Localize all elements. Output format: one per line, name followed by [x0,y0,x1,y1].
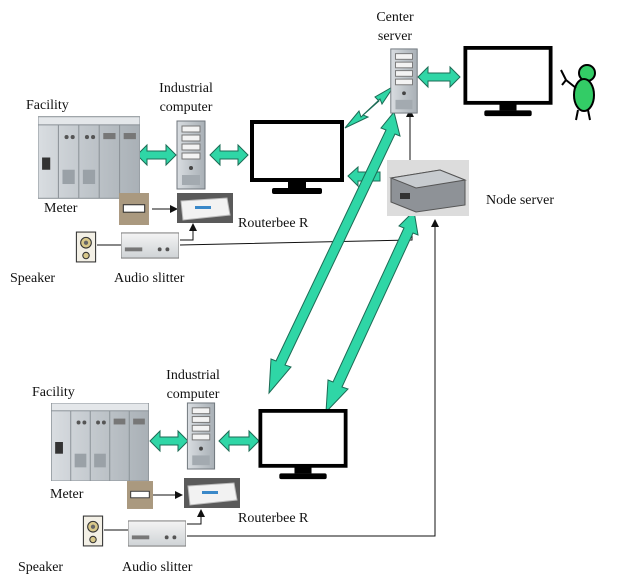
center-server-label-1: Center [376,10,414,25]
bottom-splitter-to-node-arrow [187,219,439,537]
monitor-right [463,46,553,118]
facility-label-bottom: Facility [32,385,75,400]
routerbee-label-bottom: Routerbee R [238,511,309,526]
center-server-tower [390,48,418,114]
audio-splitter-label-top: Audio slitter [114,271,185,286]
meter-bottom [127,480,153,510]
long-diagonal-arrows [268,110,419,414]
facility-computer-arrow-top [136,143,177,167]
routerbee-label-top: Routerbee R [238,216,309,231]
audio-splitter-label-bottom: Audio slitter [122,560,193,575]
meter-label-top: Meter [44,201,78,216]
center-to-bottom-monitor-arrow [268,110,401,395]
node-server-label: Node server [486,193,554,208]
industrial-label-top-2: computer [160,100,213,115]
meter-label-bottom: Meter [50,487,84,502]
routerbee-top [177,193,233,223]
center-server-label-2: server [378,29,413,44]
monitor-bottom [258,409,348,481]
industrial-computer-bottom [186,402,216,470]
industrial-computer-top [176,120,206,190]
speaker-label-top: Speaker [10,271,55,286]
speaker-top [75,231,97,263]
facility-label-top: Facility [26,98,69,113]
splitter-to-router-arrow-bottom [187,509,205,525]
monitor-top [250,120,344,196]
facility-computer-arrow-bottom [149,429,189,453]
facility-cabinet-top [38,116,140,199]
person-icon [560,64,596,121]
industrial-label-top-1: Industrial [159,81,213,96]
industrial-label-bottom-1: Industrial [166,368,220,383]
computer-monitor-arrow-top [209,143,249,167]
audio-splitter-bottom [128,520,186,547]
routerbee-bottom [184,478,240,508]
industrial-label-bottom-2: computer [167,387,220,402]
audio-splitter-top [121,232,179,259]
splitter-to-router-arrow [180,223,197,241]
facility-cabinet-bottom [51,403,149,481]
speaker-bottom [82,515,104,547]
meter-top [119,193,149,225]
center-monitor-arrow [417,65,461,89]
speaker-label-bottom: Speaker [18,560,63,575]
connector-lines-bottom [104,219,439,537]
computer-monitor-arrow-bottom [218,429,260,453]
node-server-box [387,160,469,216]
